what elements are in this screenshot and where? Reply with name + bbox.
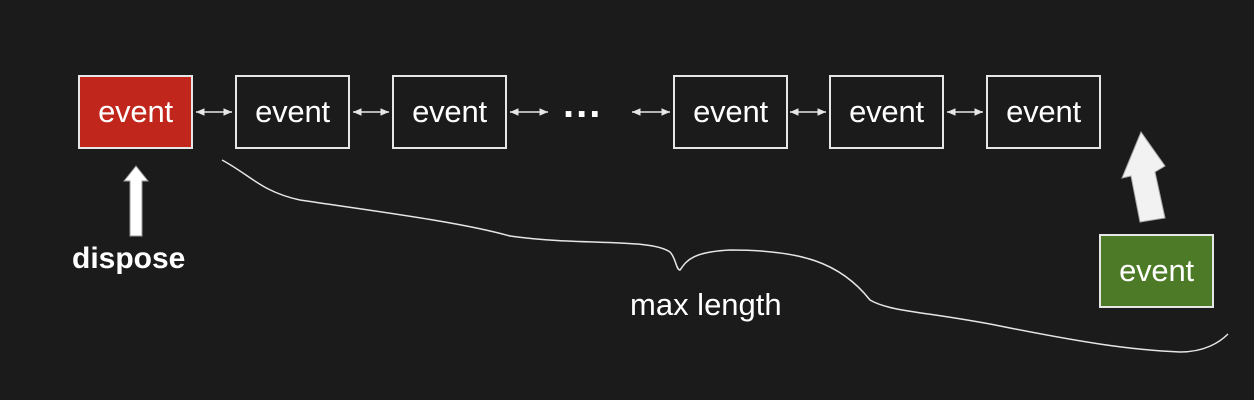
max-length-brace <box>221 159 1229 353</box>
disposed-event-box: event <box>78 75 193 149</box>
event-label: event <box>412 94 487 129</box>
push-arrow <box>1121 130 1166 223</box>
max-length-label: max length <box>630 287 782 322</box>
incoming-event-box: event <box>1099 234 1214 308</box>
event-label: event <box>1006 94 1081 129</box>
event-label: event <box>849 94 924 129</box>
dispose-arrow <box>122 165 150 237</box>
event-label: event <box>255 94 330 129</box>
event-box: event <box>673 75 788 149</box>
dispose-label: dispose <box>72 242 186 275</box>
event-label: event <box>1119 253 1194 288</box>
ellipsis: ... <box>563 82 603 126</box>
event-box: event <box>235 75 350 149</box>
event-box: event <box>392 75 507 149</box>
event-box: event <box>986 75 1101 149</box>
event-label: event <box>693 94 768 129</box>
event-label: event <box>98 94 173 129</box>
event-box: event <box>829 75 944 149</box>
